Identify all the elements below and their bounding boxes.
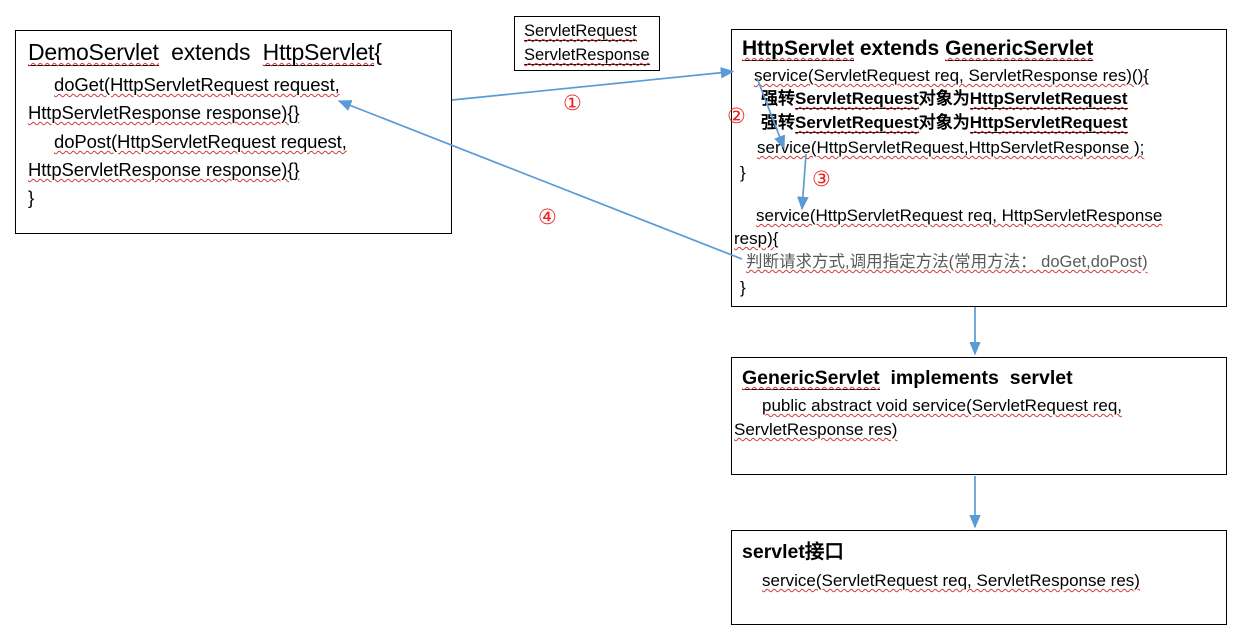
demo-servlet-doget-line2: HttpServletResponse response){} xyxy=(28,99,448,127)
cast-to-type-1: HttpServletRequest xyxy=(969,89,1128,109)
http-servlet-service-signature: service(ServletRequest req, ServletRespo… xyxy=(754,64,1229,88)
http-servlet-service2-signature-b-text: resp){ xyxy=(734,229,779,248)
demo-servlet-dopost-line2: HttpServletResponse response){} xyxy=(28,156,448,184)
step-marker-4: ④ xyxy=(538,205,557,229)
demo-servlet-header: DemoServlet extends HttpServlet{ xyxy=(28,37,448,67)
http-servlet-service2-signature-a-text: service(HttpServletRequest req, HttpServ… xyxy=(756,206,1163,225)
generic-servlet-header-iface: servlet xyxy=(1009,367,1073,389)
demo-servlet-header-brace: { xyxy=(374,39,382,65)
generic-servlet-header: GenericServlet implements servlet xyxy=(742,365,1222,391)
generic-servlet-method-line1: public abstract void service(ServletRequ… xyxy=(762,394,1232,418)
servlet-interface-method-text: service(ServletRequest req, ServletRespo… xyxy=(762,571,1140,590)
http-servlet-box[interactable]: HttpServlet extends GenericServlet servi… xyxy=(731,29,1227,307)
http-servlet-header-keyword: extends xyxy=(854,37,946,60)
demo-servlet-dopost-line1: doPost(HttpServletRequest request, xyxy=(28,128,448,156)
servlet-interface-header: servlet接口 xyxy=(742,539,1222,565)
cast-middle-2: 对象为 xyxy=(918,113,970,132)
cast-middle-1: 对象为 xyxy=(918,89,970,108)
servlet-response-text: ServletResponse xyxy=(524,46,650,65)
demo-servlet-close-brace: } xyxy=(28,187,35,208)
step-marker-3: ③ xyxy=(812,167,831,191)
cast-prefix-2: 强转 xyxy=(761,113,795,132)
demo-servlet-doget-text2: HttpServletResponse response){} xyxy=(28,102,300,123)
generic-servlet-method-line2: ServletResponse res) xyxy=(734,418,1204,442)
demo-servlet-dopost-text2: HttpServletResponse response){} xyxy=(28,159,300,180)
http-servlet-dispatch-comment-text: 判断请求方式,调用指定方法(常用方法： doGet,doPost) xyxy=(746,253,1148,271)
http-servlet-cast-line-1: 强转ServletRequest对象为HttpServletRequest xyxy=(761,88,1236,110)
http-servlet-header: HttpServlet extends GenericServlet xyxy=(742,35,1222,62)
http-servlet-header-class: HttpServlet xyxy=(742,37,855,61)
http-servlet-service-signature-text: service(ServletRequest req, ServletRespo… xyxy=(754,66,1149,85)
demo-servlet-doget-line1: doGet(HttpServletRequest request, xyxy=(28,71,448,99)
servlet-interface-box[interactable]: servlet接口 service(ServletRequest req, Se… xyxy=(731,530,1227,625)
demo-servlet-header-super: HttpServlet xyxy=(262,39,375,66)
http-servlet-close-brace-2: } xyxy=(740,278,746,297)
generic-servlet-method-line2-text: ServletResponse res) xyxy=(734,420,898,439)
http-servlet-cast-line-2: 强转ServletRequest对象为HttpServletRequest xyxy=(761,112,1236,134)
servlet-interface-header-name: servlet xyxy=(742,541,805,563)
cast-to-type-2: HttpServletRequest xyxy=(969,113,1128,133)
http-servlet-header-super: GenericServlet xyxy=(945,37,1094,61)
step-marker-2: ② xyxy=(727,104,746,128)
generic-servlet-box[interactable]: GenericServlet implements servlet public… xyxy=(731,357,1227,475)
cast-from-type-2: ServletRequest xyxy=(795,113,919,133)
demo-servlet-dopost-text: doPost(HttpServletRequest request, xyxy=(54,131,347,152)
demo-servlet-box[interactable]: DemoServlet extends HttpServlet{ doGet(H… xyxy=(15,30,452,234)
demo-servlet-header-keyword: extends xyxy=(158,39,263,65)
http-servlet-service-call-text: service(HttpServletRequest,HttpServletRe… xyxy=(757,138,1145,157)
http-servlet-close-brace-1: } xyxy=(740,163,746,182)
servlet-interface-method: service(ServletRequest req, ServletRespo… xyxy=(762,569,1232,593)
generic-servlet-method-line1-text: public abstract void service(ServletRequ… xyxy=(762,396,1122,415)
http-servlet-service2-signature-b: resp){ xyxy=(734,227,1209,251)
servlet-request-response-box[interactable]: ServletRequest ServletResponse xyxy=(514,16,660,71)
servlet-interface-header-suffix: 接口 xyxy=(804,541,844,563)
http-servlet-dispatch-comment: 判断请求方式,调用指定方法(常用方法： doGet,doPost) xyxy=(746,250,1226,275)
http-servlet-service2-signature-a: service(HttpServletRequest req, HttpServ… xyxy=(756,204,1231,228)
arrow-demo-to-httpservlet xyxy=(451,66,735,101)
cast-prefix-1: 强转 xyxy=(761,89,795,108)
http-servlet-service-call: service(HttpServletRequest,HttpServletRe… xyxy=(757,136,1232,160)
servlet-request-text: ServletRequest xyxy=(524,22,637,41)
demo-servlet-doget-text: doGet(HttpServletRequest request, xyxy=(54,74,340,95)
servlet-request-label: ServletRequest xyxy=(524,19,659,44)
demo-servlet-header-class: DemoServlet xyxy=(28,39,159,66)
servlet-response-label: ServletResponse xyxy=(524,43,659,68)
generic-servlet-header-keyword: implements xyxy=(879,367,1010,389)
generic-servlet-header-class: GenericServlet xyxy=(742,367,880,390)
step-marker-1: ① xyxy=(563,91,582,115)
cast-from-type-1: ServletRequest xyxy=(795,89,919,109)
